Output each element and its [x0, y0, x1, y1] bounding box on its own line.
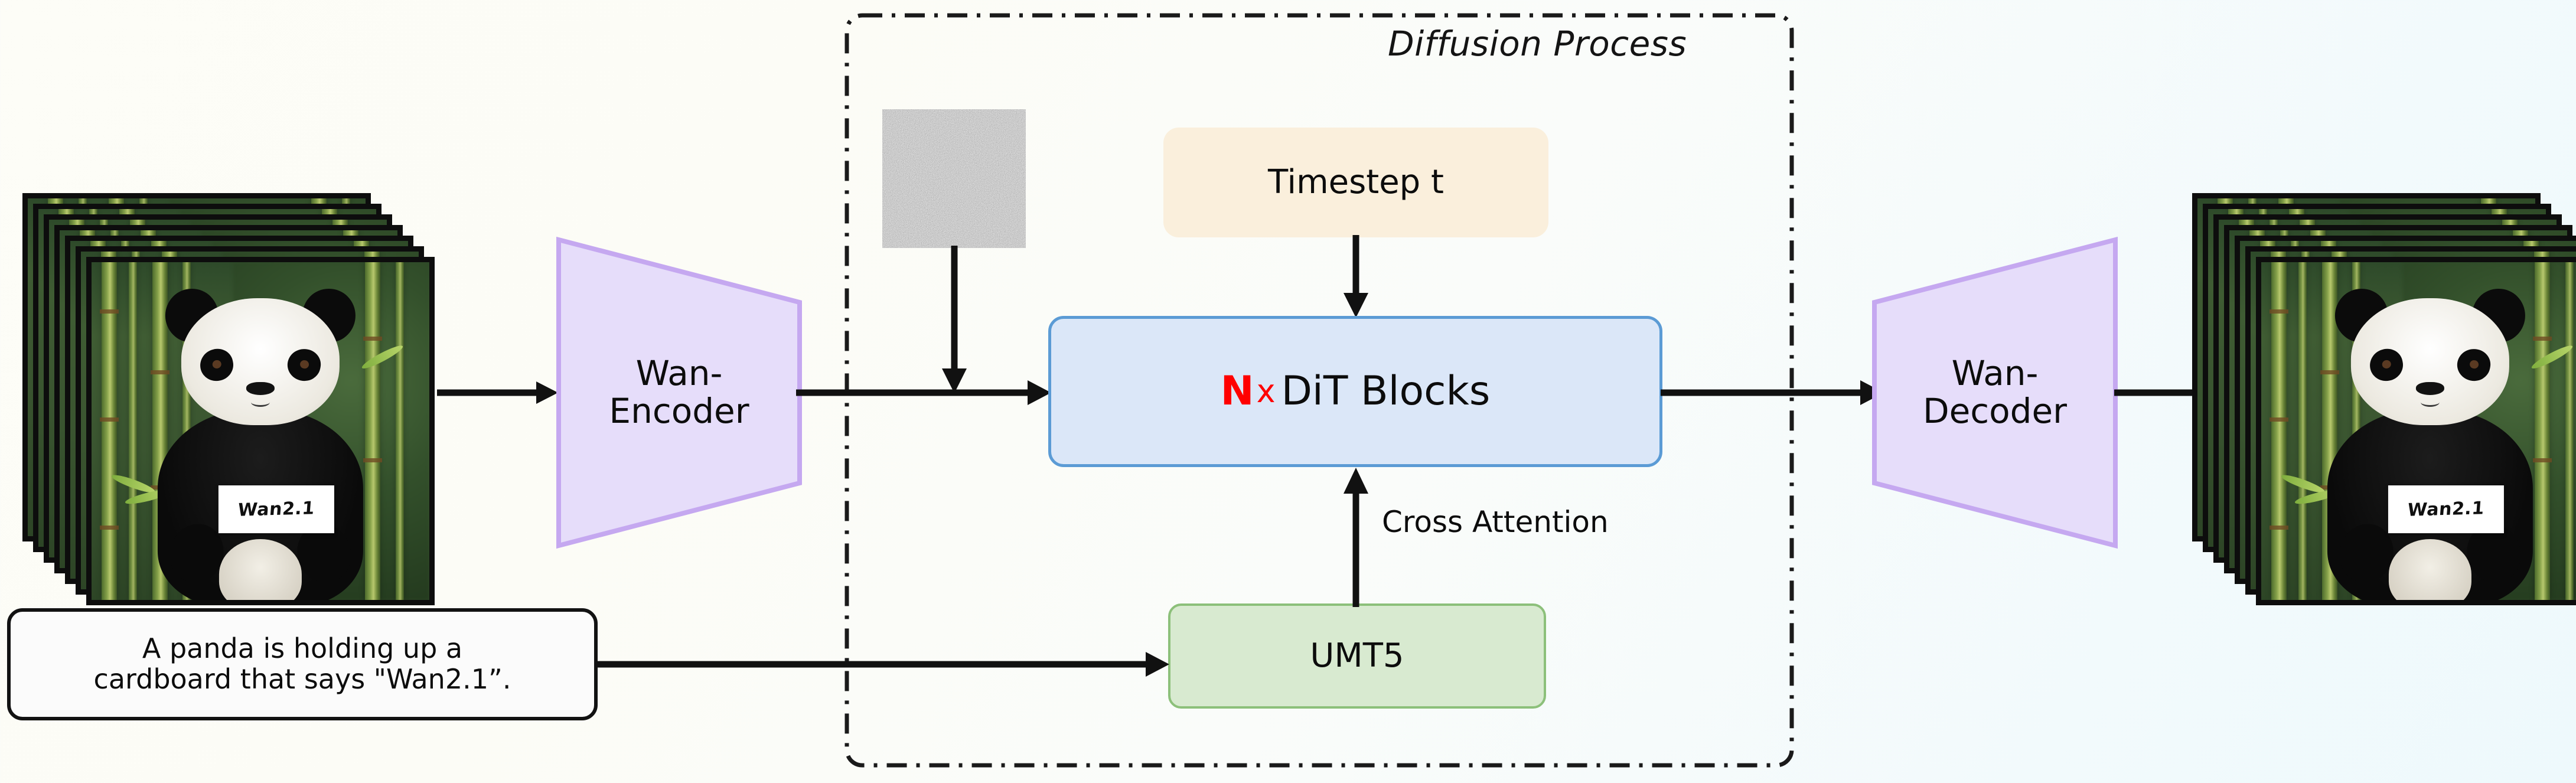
dit-blocks-node[interactable]: N x DiT Blocks	[1048, 316, 1662, 467]
arrow-noise-to-latent	[942, 246, 967, 393]
arrow-prompt-to-umt5	[595, 652, 1169, 677]
panda-card: Wan2.1	[2388, 485, 2504, 534]
panda-illustration: Wan2.1	[129, 282, 392, 600]
output-frame-stack: Wan2.1	[2192, 193, 2576, 606]
arrow-timestep-to-dit	[1344, 235, 1368, 318]
arrow-frames-to-encoder	[437, 381, 558, 404]
arrow-encoder-to-dit	[796, 380, 1051, 405]
input-frame-stack: Wan2.1	[22, 193, 436, 606]
frame-layer-front: Wan2.1	[86, 257, 435, 605]
panda-card-text: Wan2.1	[2407, 498, 2486, 521]
text-prompt-line2: cardboard that says "Wan2.1”.	[93, 663, 511, 695]
panda-illustration: Wan2.1	[2298, 282, 2562, 600]
dit-multiplier-symbol: x	[1256, 372, 1276, 410]
diffusion-process-label: Diffusion Process	[1388, 24, 1687, 64]
panda-card: Wan2.1	[218, 485, 334, 534]
text-prompt-box[interactable]: A panda is holding up a cardboard that s…	[7, 608, 598, 720]
wan-decoder-shape	[1872, 236, 2118, 549]
wan-decoder-node[interactable]: Wan- Decoder	[1871, 236, 2119, 549]
dit-blocks-label: DiT Blocks	[1281, 367, 1491, 415]
umt5-node[interactable]: UMT5	[1168, 603, 1546, 709]
frame-layer-front: Wan2.1	[2256, 257, 2576, 605]
arrow-dit-to-decoder	[1661, 380, 1884, 405]
cross-attention-label: Cross Attention	[1382, 505, 1609, 539]
wan-encoder-node[interactable]: Wan- Encoder	[555, 236, 803, 549]
timestep-node[interactable]: Timestep t	[1163, 128, 1548, 237]
panda-card-text: Wan2.1	[237, 498, 316, 521]
dit-repeat-count: N	[1220, 367, 1254, 415]
arrow-umt5-to-dit	[1344, 468, 1368, 607]
timestep-label: Timestep t	[1268, 162, 1444, 201]
umt5-label: UMT5	[1310, 636, 1404, 675]
noise-latent-patch	[882, 109, 1026, 248]
wan-encoder-shape	[556, 236, 802, 549]
text-prompt-line1: A panda is holding up a	[142, 632, 463, 665]
